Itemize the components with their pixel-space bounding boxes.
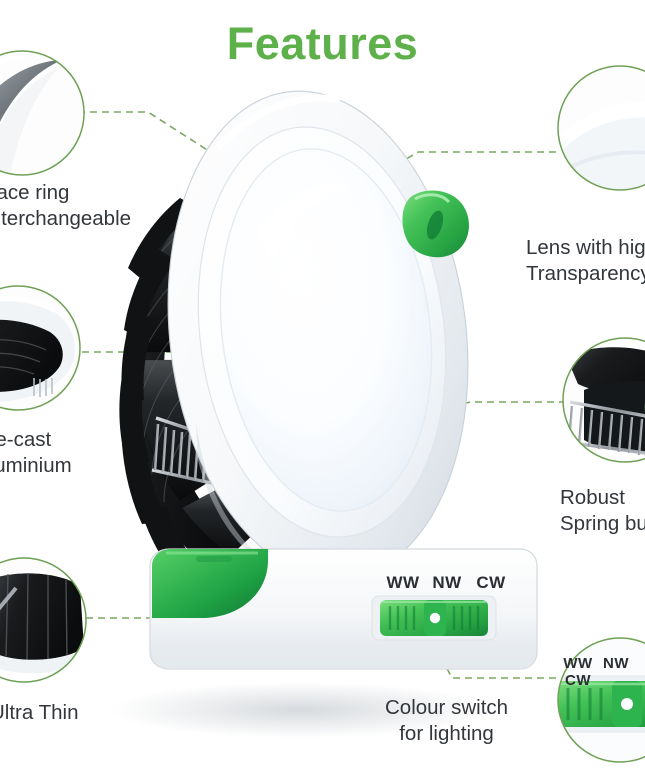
callout-line: Ultra Thin — [0, 701, 79, 724]
callout-line: Robust — [560, 486, 625, 509]
legend-detail-cw: CW — [565, 672, 591, 689]
callout-line: Colour switch — [385, 696, 509, 719]
cct-switch[interactable] — [371, 595, 497, 641]
callout-label-colour-switch: Colour switch for lighting — [385, 695, 508, 747]
detail-bubble-ultra-thin — [0, 557, 87, 683]
page-title: Features — [226, 18, 419, 69]
detail-bubble-die-cast — [0, 285, 81, 411]
callout-line: Face ring — [0, 181, 70, 204]
legend-detail-nw: NW — [603, 655, 629, 672]
cct-switch-legend-detail: WW NW CW — [559, 655, 645, 689]
callout-label-spring-buckle: Robust Spring buckle — [560, 485, 645, 537]
legend-detail-ww: WW — [563, 655, 593, 672]
legend-ww: WW — [386, 573, 420, 592]
detail-bubble-lens — [557, 65, 645, 191]
callout-line: Die-cast — [0, 428, 52, 451]
callout-label-ultra-thin: Ultra Thin — [0, 700, 79, 726]
callout-line: Interchangeable — [0, 207, 132, 230]
spring-clip-right — [402, 190, 469, 258]
face-ring-bezel — [167, 90, 469, 580]
callout-line: Aluminium — [0, 454, 72, 477]
detail-bubble-spring — [562, 337, 645, 463]
downlight-body — [119, 90, 538, 670]
callout-label-lens: Lens with high Transparency — [526, 235, 645, 287]
legend-cw: CW — [476, 573, 506, 592]
callout-line: for lighting — [399, 722, 494, 745]
callout-line: Lens with high — [526, 236, 645, 259]
callout-line: Spring buckle — [560, 512, 645, 535]
cct-switch-legend: WW NW CW — [381, 573, 513, 593]
callout-label-face-ring: Face ring Interchangeable — [0, 180, 131, 232]
detail-bubble-switch — [557, 637, 645, 763]
callout-label-die-cast: Die-cast Aluminium — [0, 427, 72, 479]
callout-line: Transparency — [526, 262, 645, 285]
legend-nw: NW — [432, 573, 462, 592]
